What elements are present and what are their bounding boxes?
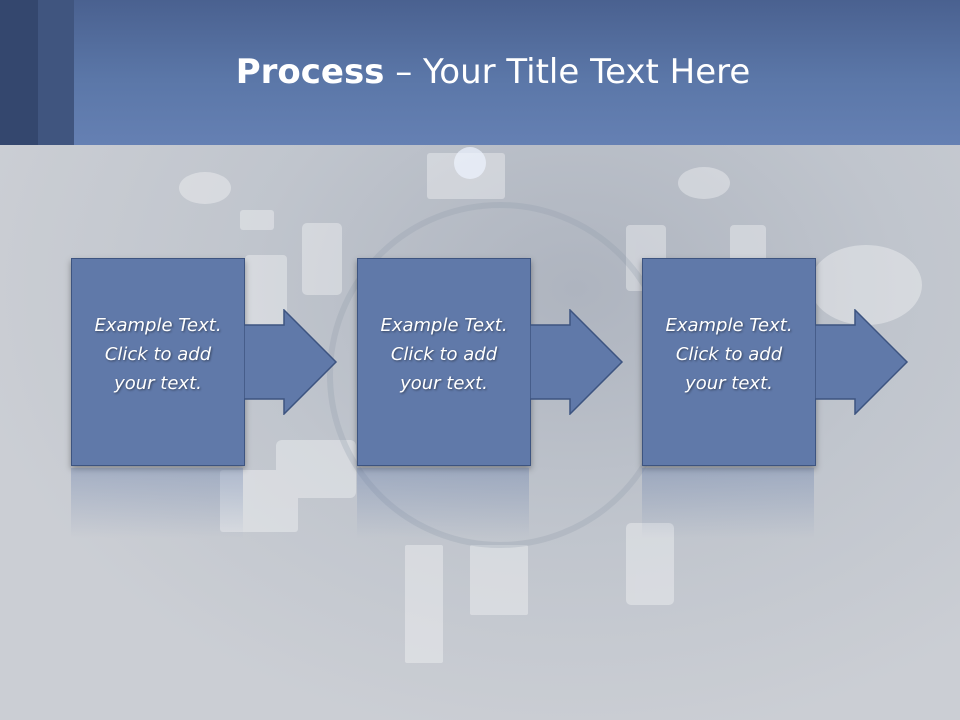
step-2-reflection <box>357 468 529 538</box>
title-rest: – Your Title Text Here <box>384 52 751 92</box>
chat-bubble-icon <box>678 167 730 199</box>
monitor-icon <box>220 470 298 532</box>
arrow-right-icon <box>244 309 338 415</box>
step-2-text[interactable]: Example Text. Click to add your text. <box>380 315 508 394</box>
step-3-reflection <box>642 468 814 538</box>
step-3-text[interactable]: Example Text. Click to add your text. <box>665 315 793 394</box>
message-icon <box>810 245 922 325</box>
arrow-right-icon <box>530 309 624 415</box>
phone-icon <box>302 223 342 295</box>
glow-icon <box>454 147 486 179</box>
process-step-2[interactable]: Example Text. Click to add your text. <box>357 258 531 466</box>
background-icons <box>179 147 922 663</box>
header-accent-bar <box>38 0 74 145</box>
title-bold: Process <box>235 52 385 92</box>
header-band <box>0 0 960 145</box>
laptop-icon <box>405 545 443 663</box>
step-1-text[interactable]: Example Text. Click to add your text. <box>94 315 222 394</box>
step-1-reflection <box>71 468 243 538</box>
arrow-right-icon <box>815 309 909 415</box>
chat-bubble-icon <box>179 172 231 204</box>
process-step-3[interactable]: Example Text. Click to add your text. <box>642 258 816 466</box>
process-step-1[interactable]: Example Text. Click to add your text. <box>71 258 245 466</box>
tablet-icon <box>245 255 287 333</box>
phone-icon <box>626 523 674 605</box>
slide-title[interactable]: Process – Your Title Text Here <box>0 52 960 92</box>
camera-icon <box>276 440 356 498</box>
document-icon <box>470 545 528 615</box>
chat-bubble-icon <box>240 210 274 230</box>
header-accent-bar-dark <box>0 0 38 145</box>
